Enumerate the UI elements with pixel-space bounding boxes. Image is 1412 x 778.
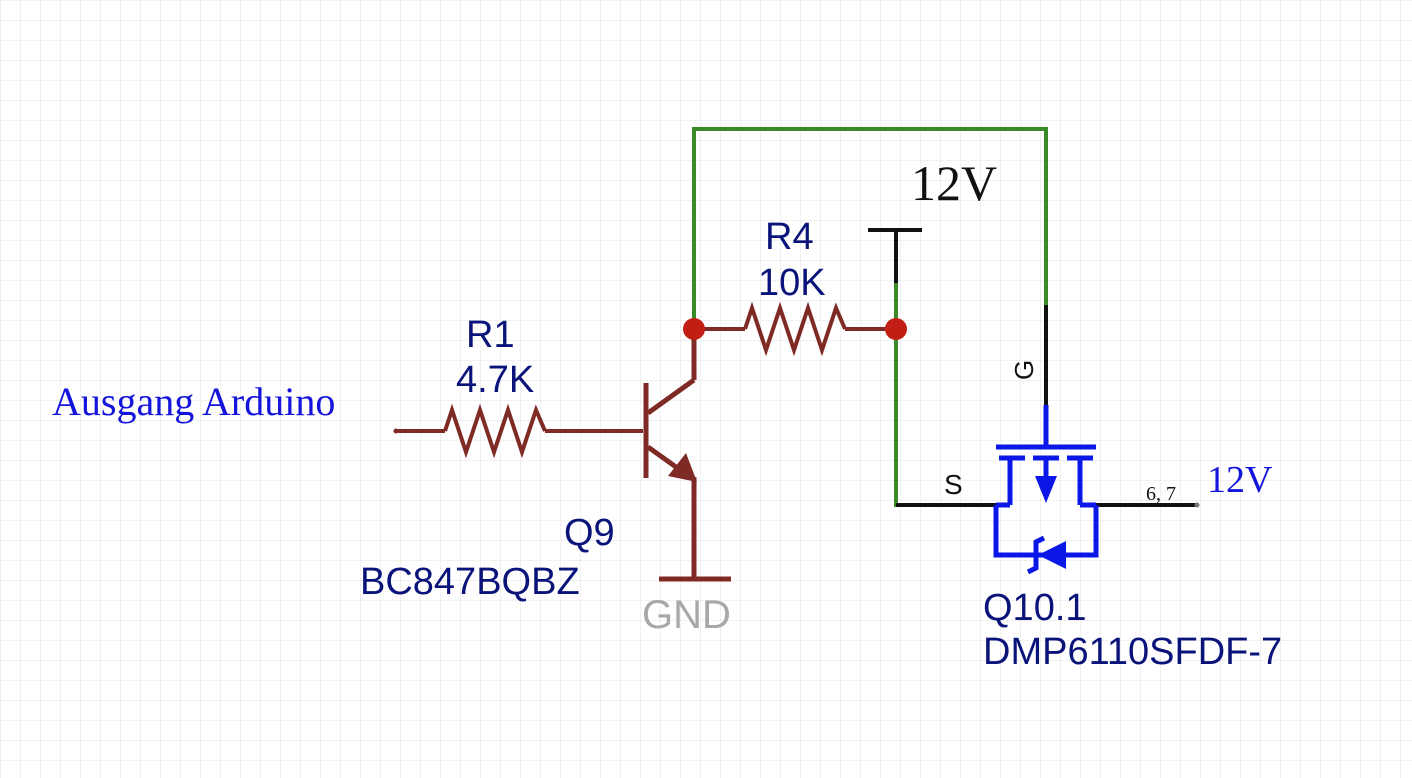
q10-body-diode	[1026, 535, 1066, 575]
drain-pin-numbers: 6, 7	[1146, 483, 1176, 505]
output-pin-end	[1194, 502, 1200, 508]
wire-feedback-loop	[692, 127, 1048, 332]
r4-ref-label: R4	[765, 216, 814, 258]
r4-value-label: 10K	[758, 262, 826, 304]
input-pin-end	[393, 428, 399, 434]
power-flag-12v	[868, 228, 922, 283]
q9-collector-leg	[646, 377, 696, 416]
q10-diode-cathode	[1026, 535, 1046, 575]
power-12v-label: 12V	[911, 155, 997, 211]
q10-body-arrow	[1035, 476, 1057, 503]
q9-ref-label: Q9	[564, 512, 615, 554]
r1-resistor-group	[398, 403, 643, 459]
q10-ref-label: Q10.1	[983, 587, 1087, 629]
r1-zigzag	[443, 403, 547, 459]
gnd-label: GND	[642, 593, 731, 637]
pin-g-label: G	[1009, 360, 1039, 380]
r4-zigzag	[743, 301, 847, 357]
junction-dot-collector	[683, 318, 705, 340]
input-net-label: Ausgang Arduino	[52, 379, 335, 424]
r1-value-label: 4.7K	[456, 359, 534, 401]
q9-emitter-arrow	[668, 453, 697, 482]
r1-ref-label: R1	[466, 314, 515, 356]
output-net-label: 12V	[1207, 459, 1273, 501]
pin-s-label: S	[944, 469, 963, 500]
junction-dot-12v	[885, 318, 907, 340]
q10-part-label: DMP6110SFDF-7	[983, 631, 1282, 673]
q9-part-label: BC847BQBZ	[360, 561, 580, 603]
q10-diode-triangle	[1038, 541, 1066, 569]
